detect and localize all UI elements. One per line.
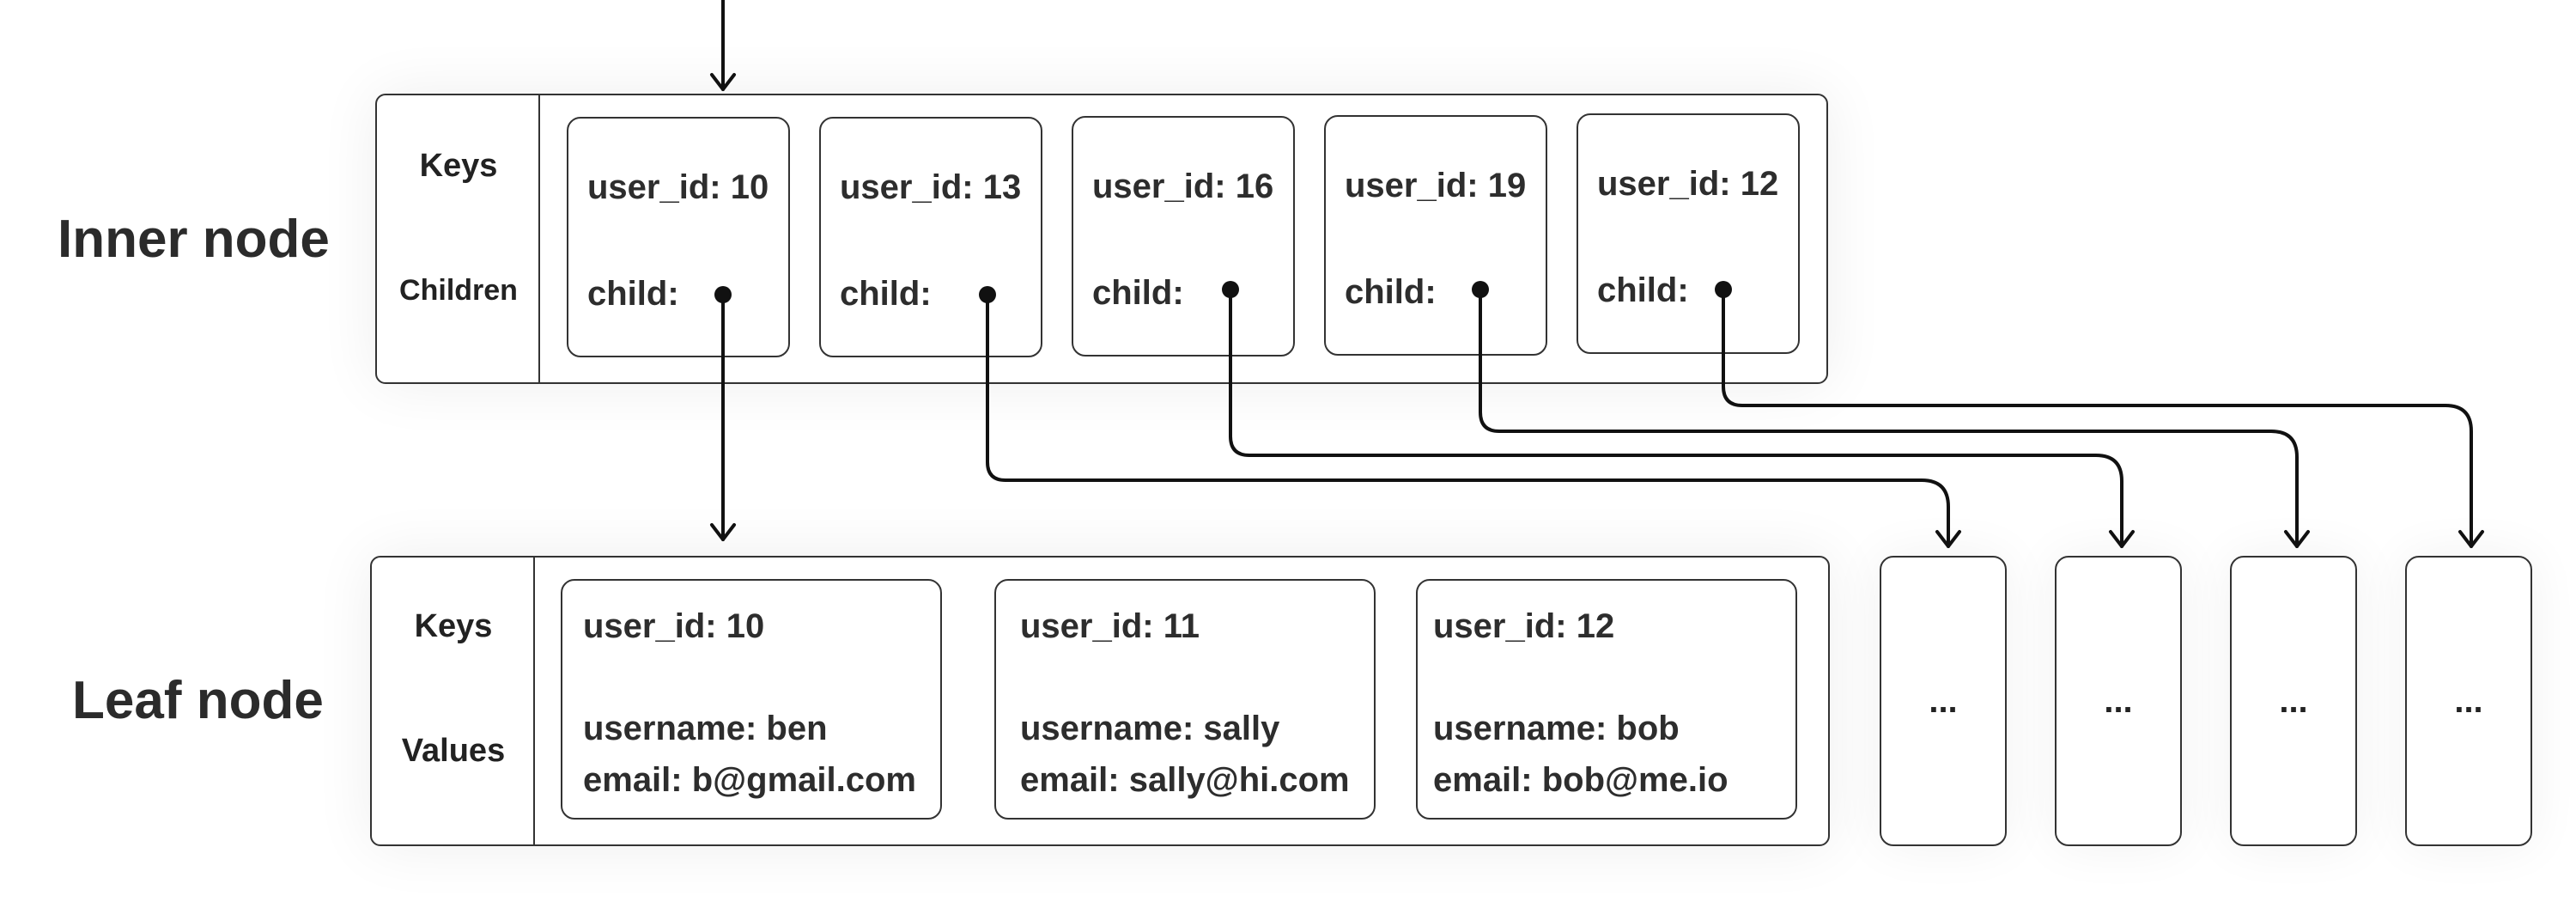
inner-cell: user_id: 16 child: xyxy=(1072,116,1295,357)
leaf-cell-username: username: ben xyxy=(583,710,828,747)
inner-cell: user_id: 10 child: xyxy=(567,117,790,357)
leaf-node-divider xyxy=(533,558,535,844)
inner-cell-child-label: child: xyxy=(587,275,679,313)
leaf-cell: user_id: 12 username: bob email: bob@me.… xyxy=(1416,579,1797,820)
inner-cell-key: user_id: 12 xyxy=(1597,165,1779,203)
inner-cell-child-label: child: xyxy=(1597,271,1689,309)
ellipsis-text: ... xyxy=(2104,682,2133,720)
other-leaf-node: ... xyxy=(2055,556,2182,846)
inner-children-label: Children xyxy=(399,274,518,307)
ellipsis-text: ... xyxy=(2454,682,2483,720)
other-leaf-node: ... xyxy=(2230,556,2357,846)
leaf-cell-email: email: sally@hi.com xyxy=(1020,761,1350,799)
leaf-node-title: Leaf node xyxy=(72,671,324,730)
inner-cell-child-label: child: xyxy=(840,275,932,313)
inner-cell: user_id: 13 child: xyxy=(819,117,1042,357)
leaf-keys-label: Keys xyxy=(414,608,493,644)
child-pointer-arrowhead xyxy=(2458,530,2484,548)
leaf-values-label: Values xyxy=(401,733,506,769)
leaf-cell-key: user_id: 12 xyxy=(1433,607,1615,645)
inner-cell-child-label: child: xyxy=(1092,274,1184,312)
ellipsis-text: ... xyxy=(1929,682,1958,720)
inner-keys-label: Keys xyxy=(419,148,498,184)
inner-node-divider xyxy=(538,95,540,382)
child-pointer-line xyxy=(1722,288,2473,548)
inner-cell: user_id: 12 child: xyxy=(1577,113,1800,354)
incoming-arrow-head xyxy=(710,73,736,91)
leaf-cell-username: username: sally xyxy=(1020,710,1280,747)
inner-cell-key: user_id: 13 xyxy=(840,168,1022,206)
leaf-cell: user_id: 10 username: ben email: b@gmail… xyxy=(561,579,942,820)
child-pointer-arrowhead xyxy=(710,523,736,541)
inner-cell-key: user_id: 16 xyxy=(1092,168,1274,205)
other-leaf-node: ... xyxy=(1880,556,2007,846)
child-pointer-arrowhead xyxy=(2284,530,2310,548)
ellipsis-text: ... xyxy=(2279,682,2308,720)
leaf-cell-username: username: bob xyxy=(1433,710,1680,747)
child-pointer-arrowhead xyxy=(1935,530,1961,548)
leaf-cell-email: email: b@gmail.com xyxy=(583,761,916,799)
leaf-cell: user_id: 11 username: sally email: sally… xyxy=(994,579,1376,820)
inner-cell-child-label: child: xyxy=(1345,273,1437,311)
leaf-cell-key: user_id: 10 xyxy=(583,607,765,645)
inner-node-title: Inner node xyxy=(58,210,330,269)
inner-cell-key: user_id: 10 xyxy=(587,168,769,206)
leaf-cell-email: email: bob@me.io xyxy=(1433,761,1728,799)
inner-cell: user_id: 19 child: xyxy=(1324,115,1547,356)
leaf-cell-key: user_id: 11 xyxy=(1020,607,1200,645)
child-pointer-arrowhead xyxy=(2109,530,2135,548)
inner-cell-key: user_id: 19 xyxy=(1345,167,1527,204)
other-leaf-node: ... xyxy=(2405,556,2532,846)
